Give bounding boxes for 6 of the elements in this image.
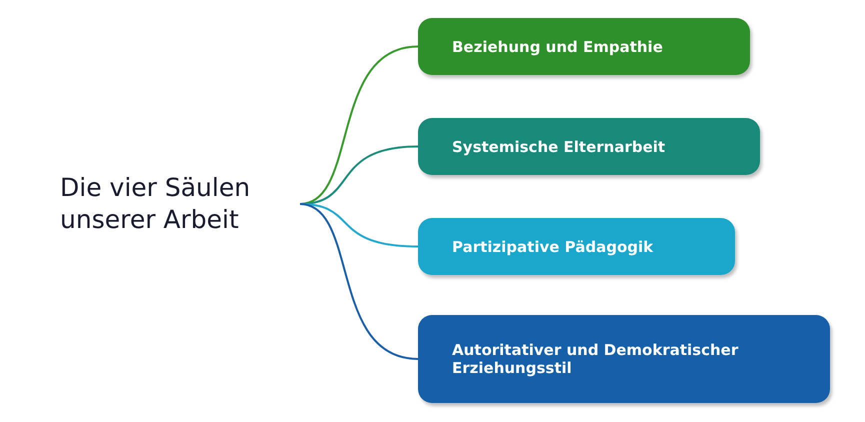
pillar-box: Systemische Elternarbeit [418, 118, 760, 175]
pillar-box: Beziehung und Empathie [418, 18, 750, 75]
connector-line [300, 203, 418, 360]
pillar-box: Autoritativer und Demokratischer Erziehungsstil [418, 315, 830, 403]
central-topic-text: Die vier Säulen unserer Arbeit [20, 160, 300, 248]
pillar-box: Partizipative Pädagogik [418, 218, 735, 275]
